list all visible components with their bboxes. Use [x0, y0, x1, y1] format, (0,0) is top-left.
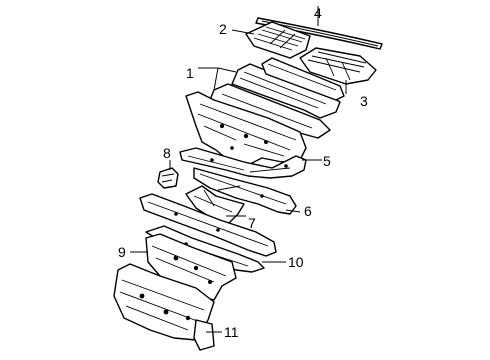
part-8-bracket	[157, 167, 179, 189]
callout-10: 10	[288, 254, 304, 270]
part-11-dash-insulator	[113, 263, 215, 351]
callout-2: 2	[219, 21, 227, 37]
part-7-brace	[185, 185, 245, 225]
part-3-cowl-grille-right	[299, 47, 377, 85]
callout-1: 1	[186, 65, 194, 81]
callout-8: 8	[163, 145, 171, 161]
part-5-crossmember	[179, 147, 307, 179]
callout-9: 9	[118, 244, 126, 260]
callout-4: 4	[314, 5, 322, 21]
part-1-upper-cowl-panels	[209, 57, 345, 139]
part-9-insulator	[145, 233, 237, 301]
callout-6: 6	[304, 203, 312, 219]
part-2-cowl-grille-left	[245, 21, 311, 59]
dash-reinforcement-bar	[139, 193, 277, 257]
callout-3: 3	[360, 93, 368, 109]
leader-lines	[130, 6, 347, 333]
part-6-lower-crossmember	[193, 167, 297, 215]
callout-5: 5	[323, 153, 331, 169]
callout-7: 7	[248, 215, 256, 231]
callout-11: 11	[224, 324, 239, 340]
